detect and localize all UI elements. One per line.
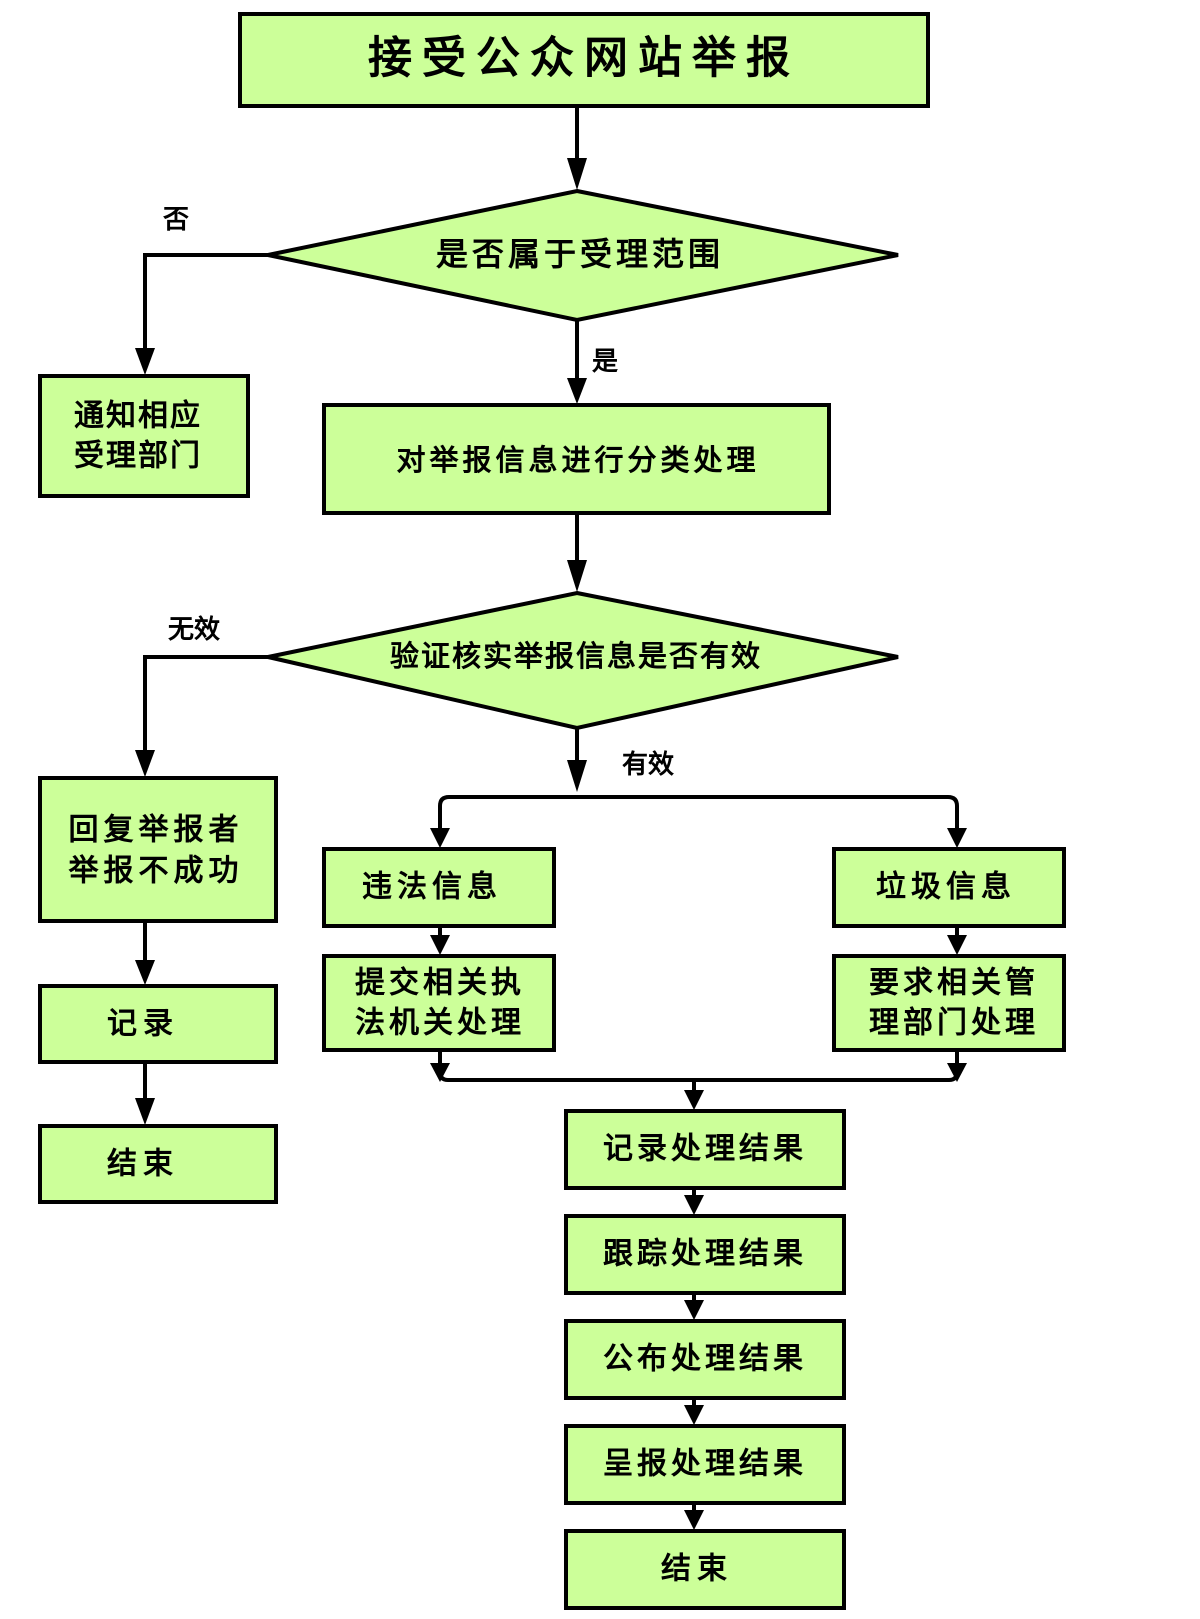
arrowhead — [567, 158, 587, 190]
node-end-left-label: 结束 — [107, 1147, 179, 1182]
node-submit-law-line-1: 提交相关执 — [355, 966, 525, 1001]
connectors — [135, 106, 967, 1530]
node-spam-info-label: 垃圾信息 — [876, 870, 1016, 905]
node-classify[interactable]: 对举报信息进行分类处理 — [322, 403, 831, 515]
arrowhead — [430, 1063, 450, 1082]
arrowhead — [684, 1090, 704, 1110]
node-classify-label: 对举报信息进行分类处理 — [396, 443, 759, 477]
arrowhead — [684, 1510, 704, 1530]
arrowhead — [430, 828, 450, 848]
edge-label-valid: 有效 — [622, 749, 674, 780]
decision-verify-label: 验证核实举报信息是否有效 — [390, 639, 762, 673]
arrowhead — [947, 935, 967, 955]
node-require-mgmt-line-1: 要求相关管 — [869, 966, 1039, 1001]
arrowhead — [947, 1063, 967, 1082]
node-require-mgmt[interactable]: 要求相关管 理部门处理 — [832, 954, 1066, 1052]
edge-verify-invalid — [143, 655, 268, 762]
arrowhead — [567, 378, 587, 404]
node-report-result[interactable]: 呈报处理结果 — [564, 1424, 846, 1505]
arrowhead — [135, 348, 155, 375]
node-end-main-label: 结束 — [661, 1552, 733, 1587]
arrowhead — [135, 960, 155, 985]
node-start-label: 接受公众网站举报 — [368, 33, 800, 84]
node-record-left[interactable]: 记录 — [38, 984, 278, 1064]
edge-check-no — [143, 253, 268, 360]
arrowhead — [684, 1405, 704, 1425]
node-reply-fail[interactable]: 回复举报者 举报不成功 — [38, 776, 278, 923]
edge-label-no: 否 — [163, 205, 189, 235]
arrowhead — [567, 560, 587, 592]
node-notify-dept-line-2: 受理部门 — [74, 439, 202, 474]
node-track-result-label: 跟踪处理结果 — [603, 1237, 807, 1272]
node-end-main[interactable]: 结束 — [564, 1529, 846, 1610]
arrowhead — [567, 760, 587, 792]
node-illegal-info-label: 违法信息 — [362, 870, 502, 905]
arrowhead — [430, 935, 450, 955]
edge-label-invalid: 无效 — [168, 614, 220, 645]
node-spam-info[interactable]: 垃圾信息 — [832, 847, 1066, 928]
node-submit-law[interactable]: 提交相关执 法机关处理 — [322, 954, 556, 1052]
node-publish-result[interactable]: 公布处理结果 — [564, 1319, 846, 1400]
arrowhead — [684, 1300, 704, 1320]
arrowhead — [135, 750, 155, 777]
node-illegal-info[interactable]: 违法信息 — [322, 847, 556, 928]
arrowhead — [684, 1195, 704, 1215]
node-publish-result-label: 公布处理结果 — [603, 1342, 807, 1377]
decision-check-scope-label: 是否属于受理范围 — [436, 235, 724, 273]
decision-verify[interactable]: 验证核实举报信息是否有效 — [267, 590, 899, 731]
node-reply-fail-line-1: 回复举报者 — [69, 813, 244, 848]
decision-check-scope[interactable]: 是否属于受理范围 — [267, 188, 899, 323]
node-start[interactable]: 接受公众网站举报 — [238, 12, 930, 108]
node-require-mgmt-line-2: 理部门处理 — [869, 1006, 1039, 1041]
node-report-result-label: 呈报处理结果 — [603, 1447, 807, 1482]
node-reply-fail-line-2: 举报不成功 — [68, 854, 244, 889]
edge-branch-merge — [438, 1050, 959, 1082]
edge-branch-split — [438, 795, 959, 830]
node-notify-dept[interactable]: 通知相应 受理部门 — [38, 374, 250, 498]
node-end-left[interactable]: 结束 — [38, 1124, 278, 1204]
node-record-result[interactable]: 记录处理结果 — [564, 1109, 846, 1190]
arrowhead — [947, 828, 967, 848]
edge-label-yes: 是 — [592, 347, 618, 377]
node-notify-dept-line-1: 通知相应 — [74, 399, 202, 434]
node-submit-law-line-2: 法机关处理 — [355, 1006, 525, 1041]
node-record-result-label: 记录处理结果 — [603, 1132, 807, 1167]
node-record-left-label: 记录 — [107, 1007, 179, 1042]
node-track-result[interactable]: 跟踪处理结果 — [564, 1214, 846, 1295]
arrowhead — [135, 1098, 155, 1125]
